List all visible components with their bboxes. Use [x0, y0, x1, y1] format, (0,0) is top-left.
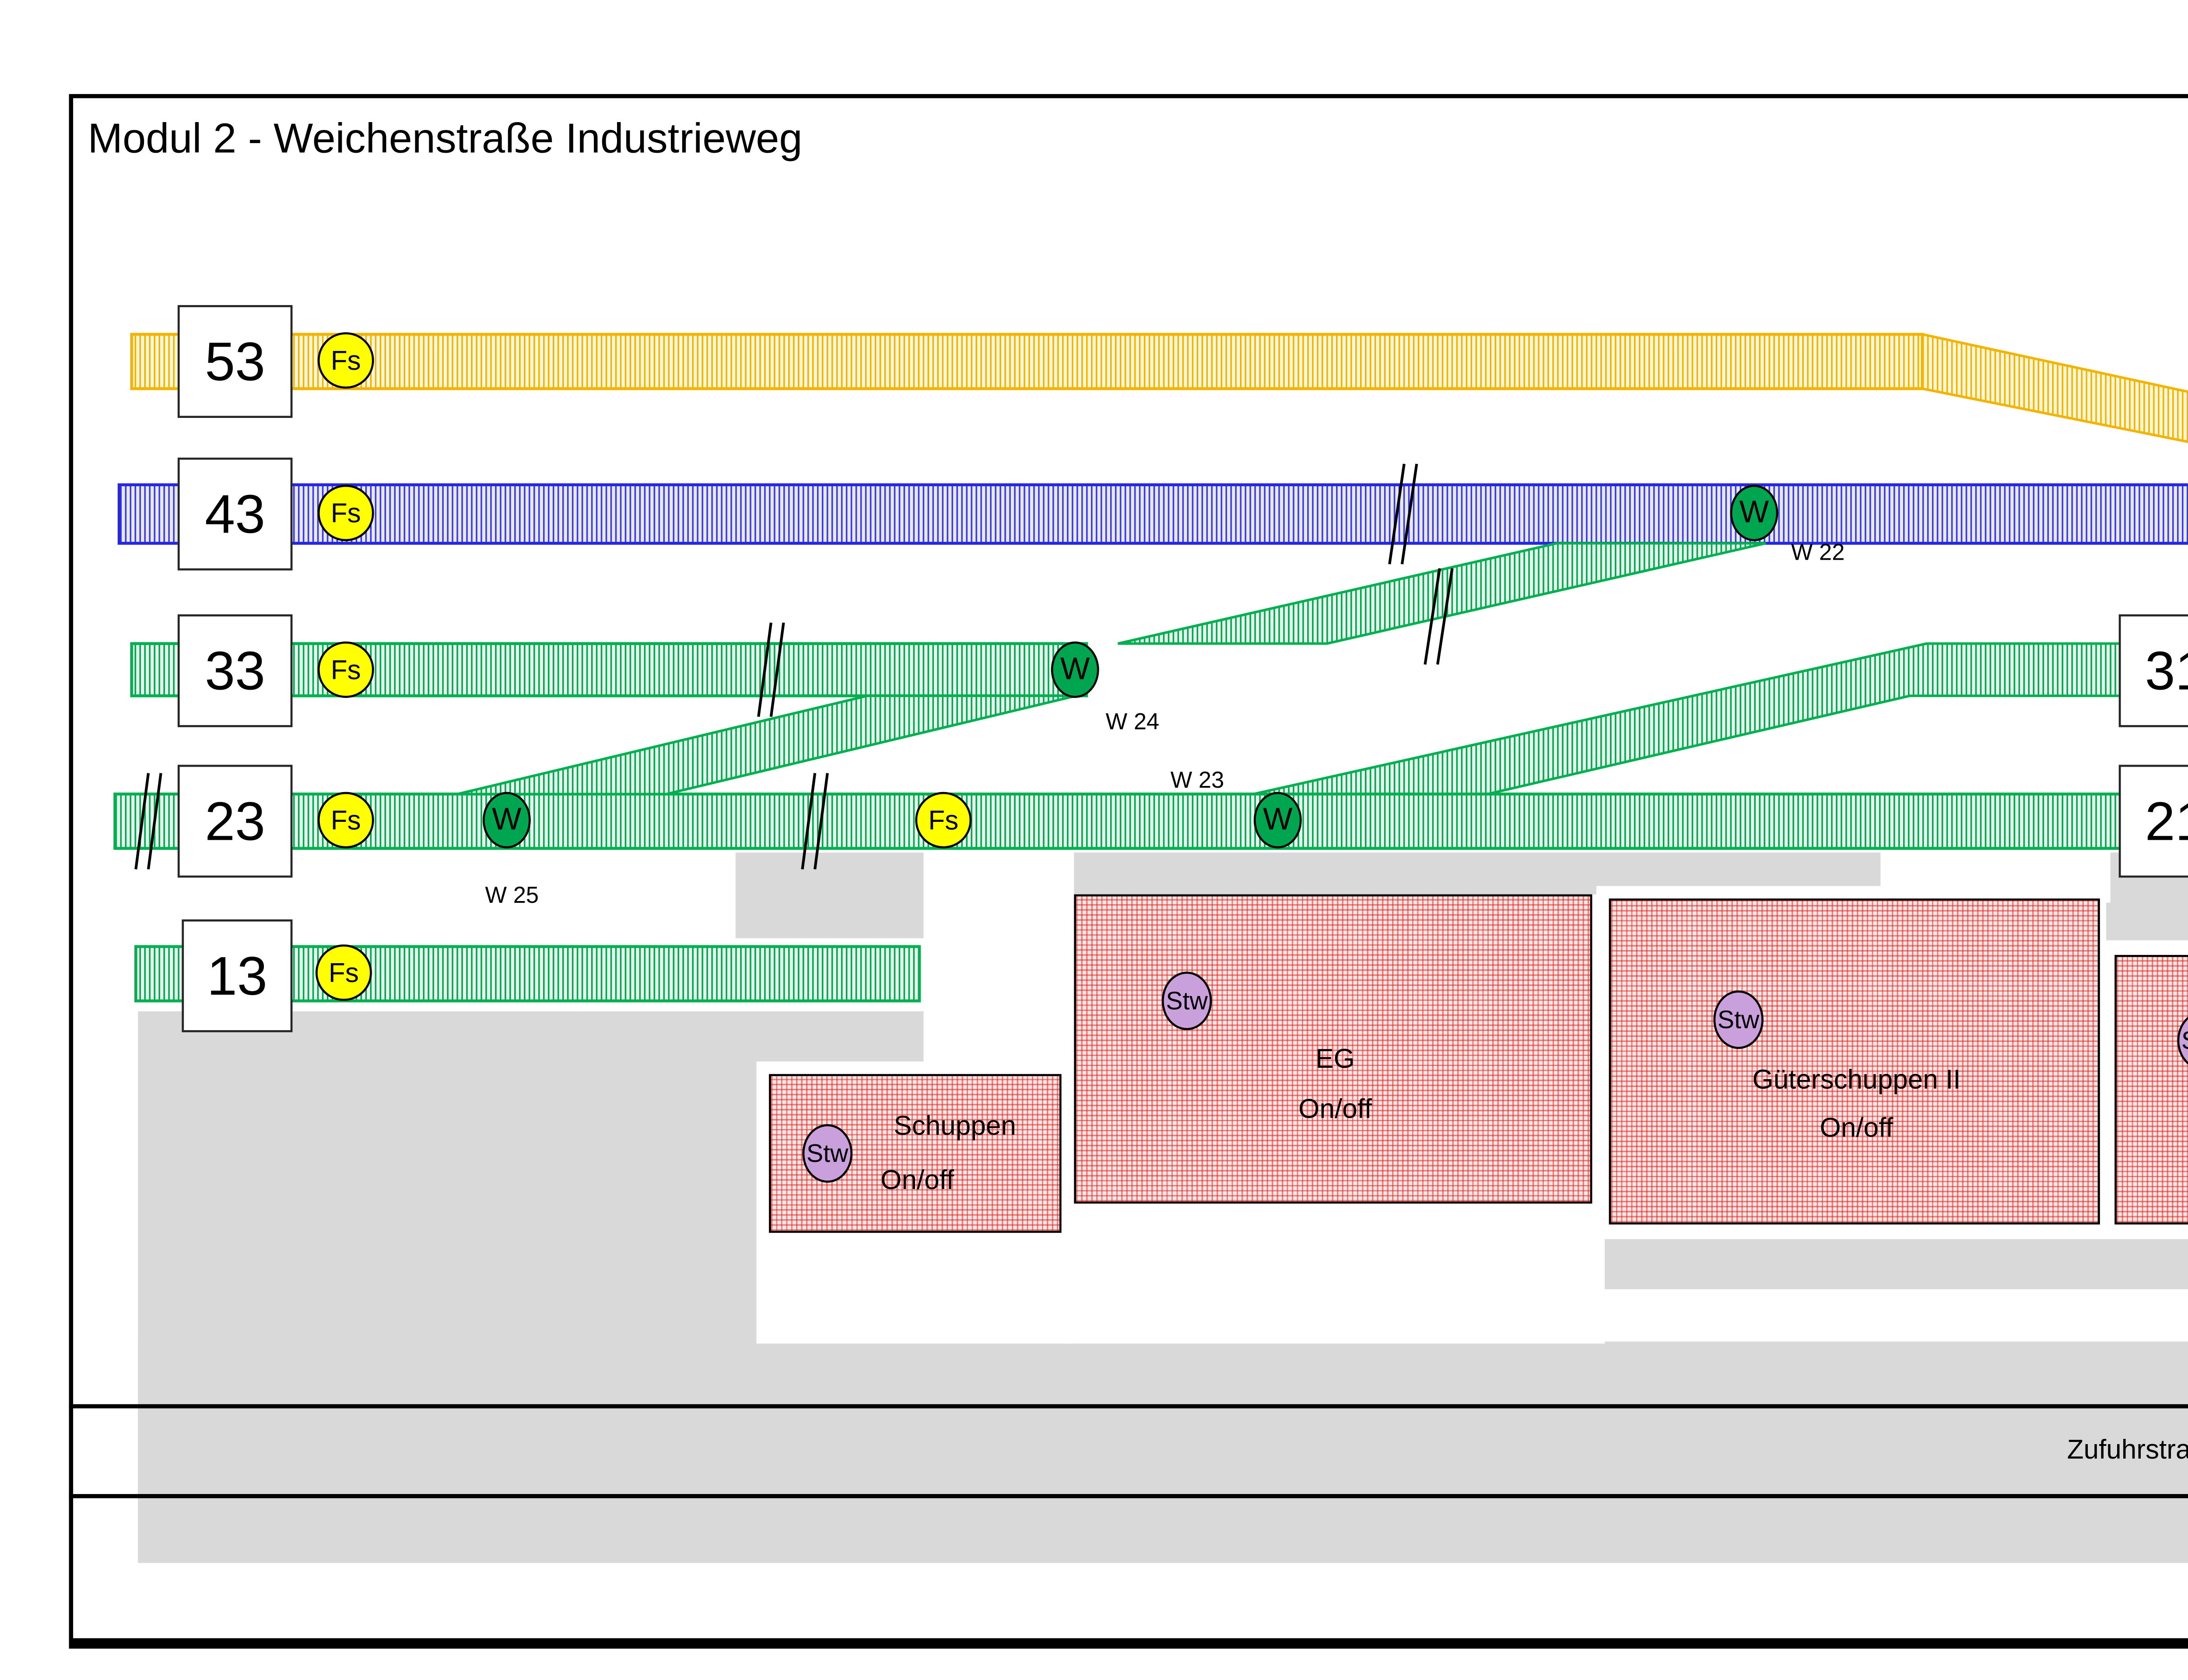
building-gueterschuppen1-name: Güterschuppen: [2175, 1047, 2188, 1078]
plate-33[interactable]: 33: [177, 614, 293, 727]
road-band: [138, 1341, 2188, 1563]
building-schuppen: Stw Schuppen On/off: [769, 1074, 1062, 1233]
plate-31-label: 31: [2145, 638, 2188, 701]
fs-label: Fs: [330, 804, 361, 836]
switch-button-w23[interactable]: W: [1253, 792, 1302, 849]
building-eg-name: EG: [1315, 1042, 1355, 1074]
track-53-band: [130, 333, 1924, 390]
plate-13-label: 13: [207, 943, 267, 1007]
w-label: W: [1262, 802, 1293, 838]
fs-button-track23-mid[interactable]: Fs: [915, 792, 972, 849]
building-gueterschuppen2-name: Güterschuppen II: [1752, 1063, 1961, 1095]
stw-label: Stw: [2181, 1026, 2188, 1055]
fs-button-track53[interactable]: Fs: [317, 332, 374, 389]
fs-button-track13[interactable]: Fs: [316, 944, 372, 1001]
stw-button-schuppen[interactable]: Stw: [802, 1124, 853, 1183]
stw-label: Stw: [1166, 986, 1208, 1016]
plate-43[interactable]: 43: [177, 457, 293, 571]
plate-43-label: 43: [205, 481, 266, 544]
plate-53[interactable]: 53: [177, 305, 293, 418]
fs-button-track33[interactable]: Fs: [317, 641, 374, 698]
label-w25: W 25: [485, 884, 539, 909]
building-eg: Stw EG On/off: [1074, 894, 1592, 1204]
building-gueterschuppen2: Stw Güterschuppen II On/off: [1609, 898, 2100, 1225]
page-title: Modul 2 - Weichenstraße Industrieweg: [88, 117, 803, 163]
track-31-band: [1253, 642, 2188, 796]
w-label: W: [1739, 495, 1769, 531]
fs-label: Fs: [928, 804, 959, 836]
stw-label: Stw: [806, 1139, 849, 1168]
switch-button-w24[interactable]: W: [1051, 641, 1099, 698]
diagonal-w24-w22: [1117, 542, 1766, 645]
fs-button-track23-left[interactable]: Fs: [317, 792, 374, 849]
plate-53-label: 53: [205, 329, 266, 392]
fs-button-track43-left[interactable]: Fs: [317, 484, 374, 541]
plate-23[interactable]: 23: [177, 765, 293, 878]
zufuhrstrasse-label: Zufuhrstrasse: [2067, 1433, 2188, 1465]
plate-21-label: 21: [2145, 789, 2188, 852]
plate-23-label: 23: [205, 789, 266, 852]
plate-21[interactable]: 21: [2118, 765, 2188, 878]
plate-31[interactable]: 31: [2118, 614, 2188, 727]
stw-label: Stw: [1717, 1005, 1760, 1035]
road-edge-top: [69, 1404, 2188, 1408]
stw-button-gueterschuppen2[interactable]: Stw: [1713, 990, 1764, 1049]
plate-13[interactable]: 13: [182, 919, 293, 1032]
w-label: W: [1060, 652, 1090, 687]
label-w24: W 24: [1105, 710, 1160, 736]
building-gueterschuppen1: Stw Güterschuppen I: [2114, 955, 2188, 1225]
cutout-track21-end: [1880, 848, 2111, 903]
fs-label: Fs: [330, 344, 361, 376]
plate-33-label: 33: [205, 638, 266, 701]
fs-label: Fs: [330, 497, 361, 529]
diagonal-w25-w24: [457, 694, 1076, 796]
track-43-band: [117, 483, 2188, 545]
fs-label: Fs: [330, 654, 361, 686]
break-marks: [134, 463, 1454, 870]
building-gueterschuppen2-onoff: On/off: [1820, 1112, 1893, 1143]
building-eg-onoff: On/off: [1298, 1093, 1372, 1124]
fs-label: Fs: [328, 957, 359, 989]
building-schuppen-onoff: On/off: [880, 1164, 954, 1196]
track-53-diagonal: [1921, 333, 2188, 443]
label-w23: W 23: [1170, 769, 1224, 794]
label-w22: W 22: [1791, 541, 1845, 566]
stw-button-eg[interactable]: Stw: [1161, 972, 1212, 1031]
switch-button-w25[interactable]: W: [483, 792, 531, 849]
switch-button-w22[interactable]: W: [1730, 484, 1778, 541]
track-23-band: [113, 793, 2188, 850]
building-gueterschuppen1-roman: I: [2117, 1097, 2188, 1129]
building-schuppen-name: Schuppen: [894, 1109, 1016, 1141]
w-label: W: [492, 802, 522, 838]
road-edge-bottom: [69, 1494, 2188, 1498]
